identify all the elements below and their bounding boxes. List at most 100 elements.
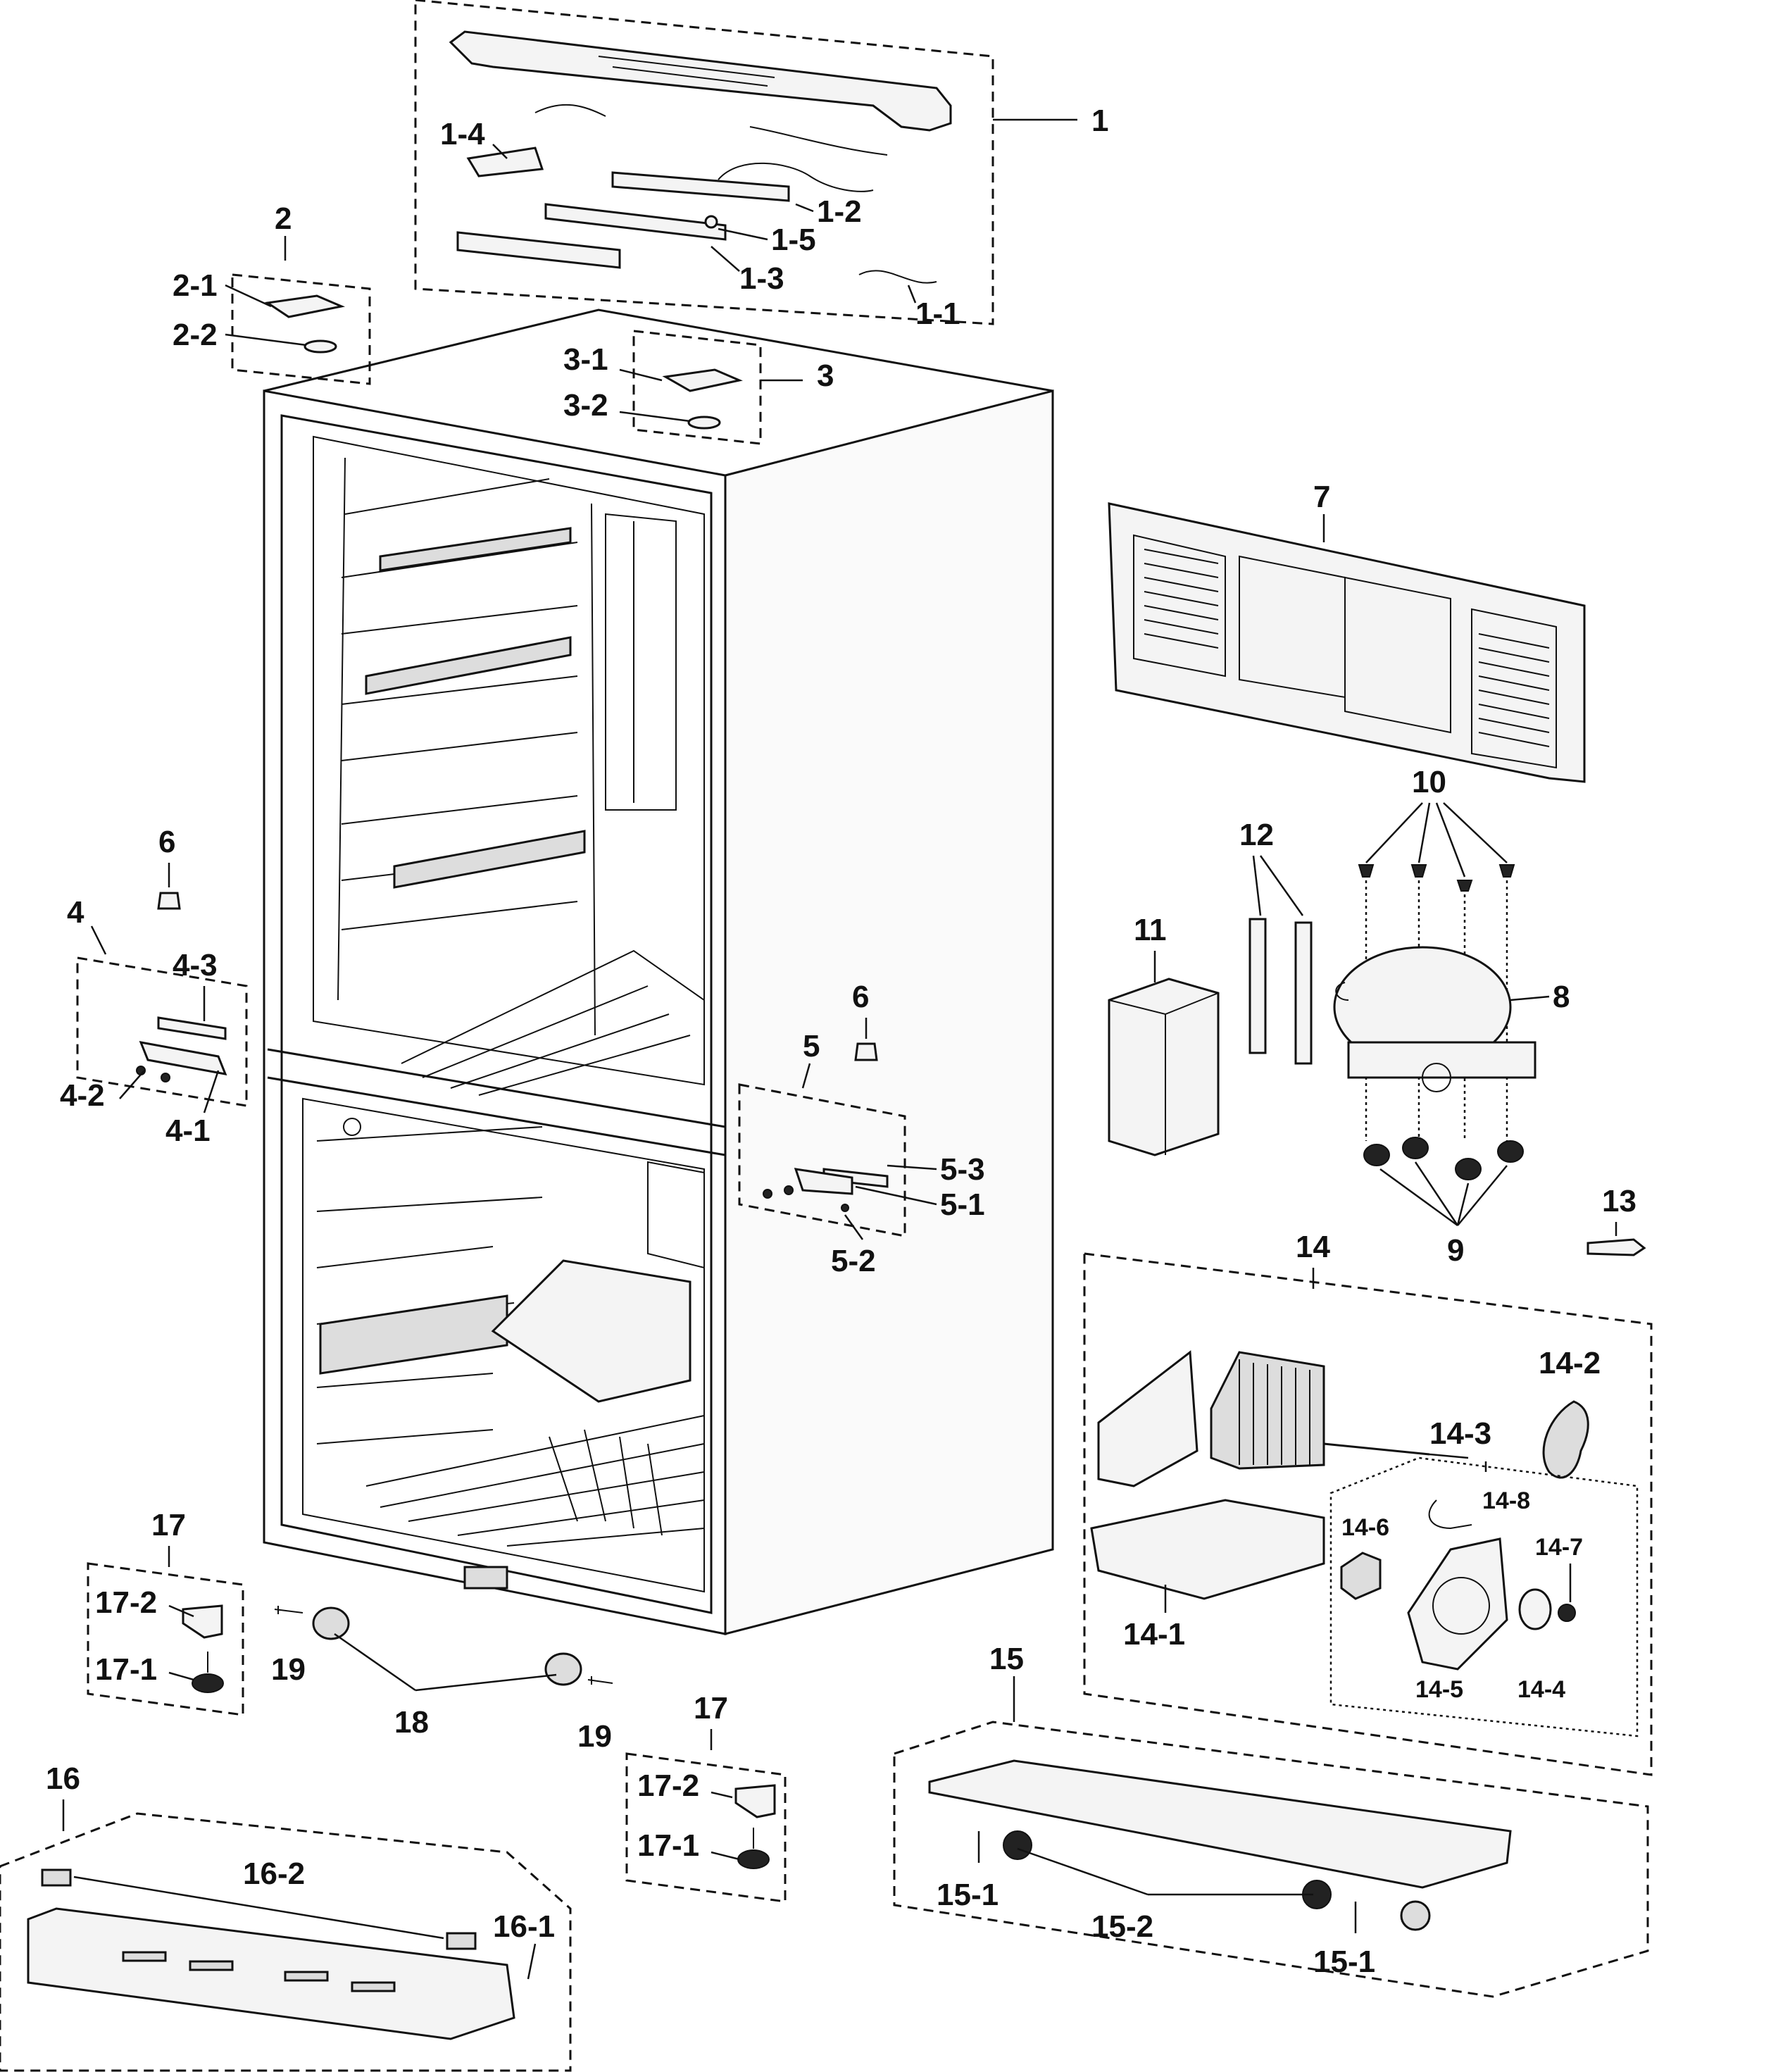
cabinet-side-panel <box>724 389 1054 1635</box>
callout-15-1-left: 15-1 <box>937 1878 999 1912</box>
callout-1-1: 1-1 <box>915 297 960 331</box>
callout-14-6: 14-6 <box>1341 1514 1389 1541</box>
callout-12: 12 <box>1239 818 1274 852</box>
part-14-2-fan-blade <box>1542 1400 1589 1479</box>
part-11-control-box: 11 <box>1108 913 1220 1156</box>
callout-3-2: 3-2 <box>563 388 608 423</box>
tube-12b <box>1294 921 1313 1065</box>
hinge-2-1 <box>264 294 346 318</box>
callout-16: 16 <box>46 1761 80 1796</box>
roller-18-left <box>312 1606 350 1640</box>
bracket-1-3-lower <box>456 231 621 269</box>
part-14-6-motor <box>1340 1552 1382 1600</box>
callout-5-3: 5-3 <box>940 1152 985 1187</box>
part-9-rubber-grommets: 9 <box>1363 1137 1524 1268</box>
part-18-front-rollers: 18 <box>312 1606 582 1740</box>
callout-2-1: 2-1 <box>173 268 218 303</box>
part-14-1-tray <box>1090 1499 1325 1600</box>
callout-17-right: 17 <box>694 1691 728 1725</box>
callout-16-2: 16-2 <box>243 1856 305 1891</box>
cabinet-front-frame <box>263 389 727 1635</box>
callout-3: 3 <box>817 358 834 393</box>
callout-5-1: 5-1 <box>940 1187 985 1222</box>
callout-15-2: 15-2 <box>1091 1909 1153 1944</box>
cabinet-base-label <box>463 1566 508 1590</box>
roller-15-2-left <box>1003 1830 1032 1860</box>
part-6-right-stopper: 6 <box>852 980 878 1061</box>
callout-15: 15 <box>989 1642 1024 1676</box>
part-16-2-right <box>446 1932 477 1950</box>
cabinet-top-edge <box>263 308 1053 392</box>
callout-19-left: 19 <box>271 1652 306 1687</box>
callout-14: 14 <box>1296 1230 1330 1264</box>
part-12-drier-tubes: 12 <box>1239 818 1313 1065</box>
foot-17-1-left <box>192 1673 224 1693</box>
callout-19-right: 19 <box>577 1719 612 1754</box>
part-16-1-cover <box>27 1907 515 2040</box>
part-13-sensor: 13 <box>1586 1184 1646 1256</box>
part-14-4-fan-motor <box>1518 1588 1552 1630</box>
bracket-1-2 <box>611 171 790 202</box>
part-7-machine-room-cover: 7 <box>1108 480 1586 783</box>
callout-14-1: 14-1 <box>1123 1617 1185 1652</box>
group-4-left-middle-hinge: 4 4-3 4-2 4-1 <box>60 895 248 1148</box>
callout-14-7: 14-7 <box>1535 1534 1583 1561</box>
part-14-8-harness <box>1428 1499 1472 1530</box>
harness-1-2 <box>718 162 874 192</box>
callout-6-right: 6 <box>852 980 869 1014</box>
callout-1: 1 <box>1091 104 1108 138</box>
callout-1-2: 1-2 <box>817 194 862 229</box>
part-16-2-left <box>41 1868 72 1887</box>
group-16-lower-front-cover: 16 16-2 16-1 <box>0 1761 572 2072</box>
hinge-pin-4-3 <box>157 1016 227 1040</box>
part-19-roller-pins: 19 19 <box>271 1606 613 1754</box>
callout-14-5: 14-5 <box>1415 1676 1463 1703</box>
callout-15-1-right: 15-1 <box>1313 1945 1375 1979</box>
roller-18-right <box>544 1652 582 1686</box>
foot-17-1-right <box>737 1849 770 1869</box>
callout-4-1: 4-1 <box>165 1113 211 1148</box>
callout-1-4: 1-4 <box>440 117 485 151</box>
callout-6-left: 6 <box>158 825 175 859</box>
callout-16-1: 16-1 <box>493 1909 555 1944</box>
top-cover-part <box>449 30 952 132</box>
group-14-cooling-assembly: 14 14-1 14-2 14-3 14-8 14-6 14-5 14-4 <box>1083 1230 1653 1776</box>
hinge-5-1 <box>794 1168 853 1195</box>
refrigerator-cabinet <box>263 308 1054 1635</box>
callout-18: 18 <box>394 1705 429 1740</box>
bracket-1-3-upper <box>544 203 727 241</box>
part-14-7-cap <box>1558 1604 1576 1622</box>
callout-1-5: 1-5 <box>771 223 816 257</box>
callout-7: 7 <box>1313 480 1330 514</box>
hinge-4-1 <box>139 1041 227 1075</box>
harness-1-1 <box>858 270 937 284</box>
part-1-5 <box>704 215 718 229</box>
part-1-4-plate <box>466 146 544 177</box>
callout-13: 13 <box>1602 1184 1636 1218</box>
callout-14-3: 14-3 <box>1429 1416 1491 1451</box>
washer-3-2 <box>687 416 721 430</box>
callout-14-2: 14-2 <box>1539 1346 1601 1380</box>
tube-12a <box>1248 918 1267 1054</box>
washer-2-2 <box>303 339 337 354</box>
bracket-17-2-left <box>182 1604 223 1639</box>
part-8-compressor: 8 <box>1333 946 1570 1092</box>
part-10-compressor-bolts: 10 <box>1358 765 1515 1141</box>
part-14-bracket <box>1097 1350 1198 1487</box>
group-5-right-middle-hinge: 5 5-3 5-1 5-2 <box>738 1029 985 1278</box>
callout-17-1-left: 17-1 <box>95 1652 157 1687</box>
callout-14-4: 14-4 <box>1517 1676 1565 1703</box>
group-15-base-plate: 15 15-2 15-1 15-1 <box>893 1642 1649 1998</box>
callout-14-8: 14-8 <box>1482 1487 1530 1514</box>
group-1-top-cover-assembly: 1 1-4 1-2 1-5 1-3 1-1 <box>414 0 1108 331</box>
group-17-left-leveling-foot: 17 17-2 17-1 <box>87 1508 244 1716</box>
harness-top <box>749 126 888 156</box>
callout-17-2-right: 17-2 <box>637 1768 699 1803</box>
harness-1-4 <box>534 104 606 117</box>
callout-2: 2 <box>275 201 292 236</box>
callout-4-2: 4-2 <box>60 1078 105 1113</box>
callout-17-left: 17 <box>151 1508 186 1542</box>
group-17-right-leveling-foot: 17 17-2 17-1 <box>625 1691 787 1903</box>
callout-9: 9 <box>1447 1233 1464 1268</box>
